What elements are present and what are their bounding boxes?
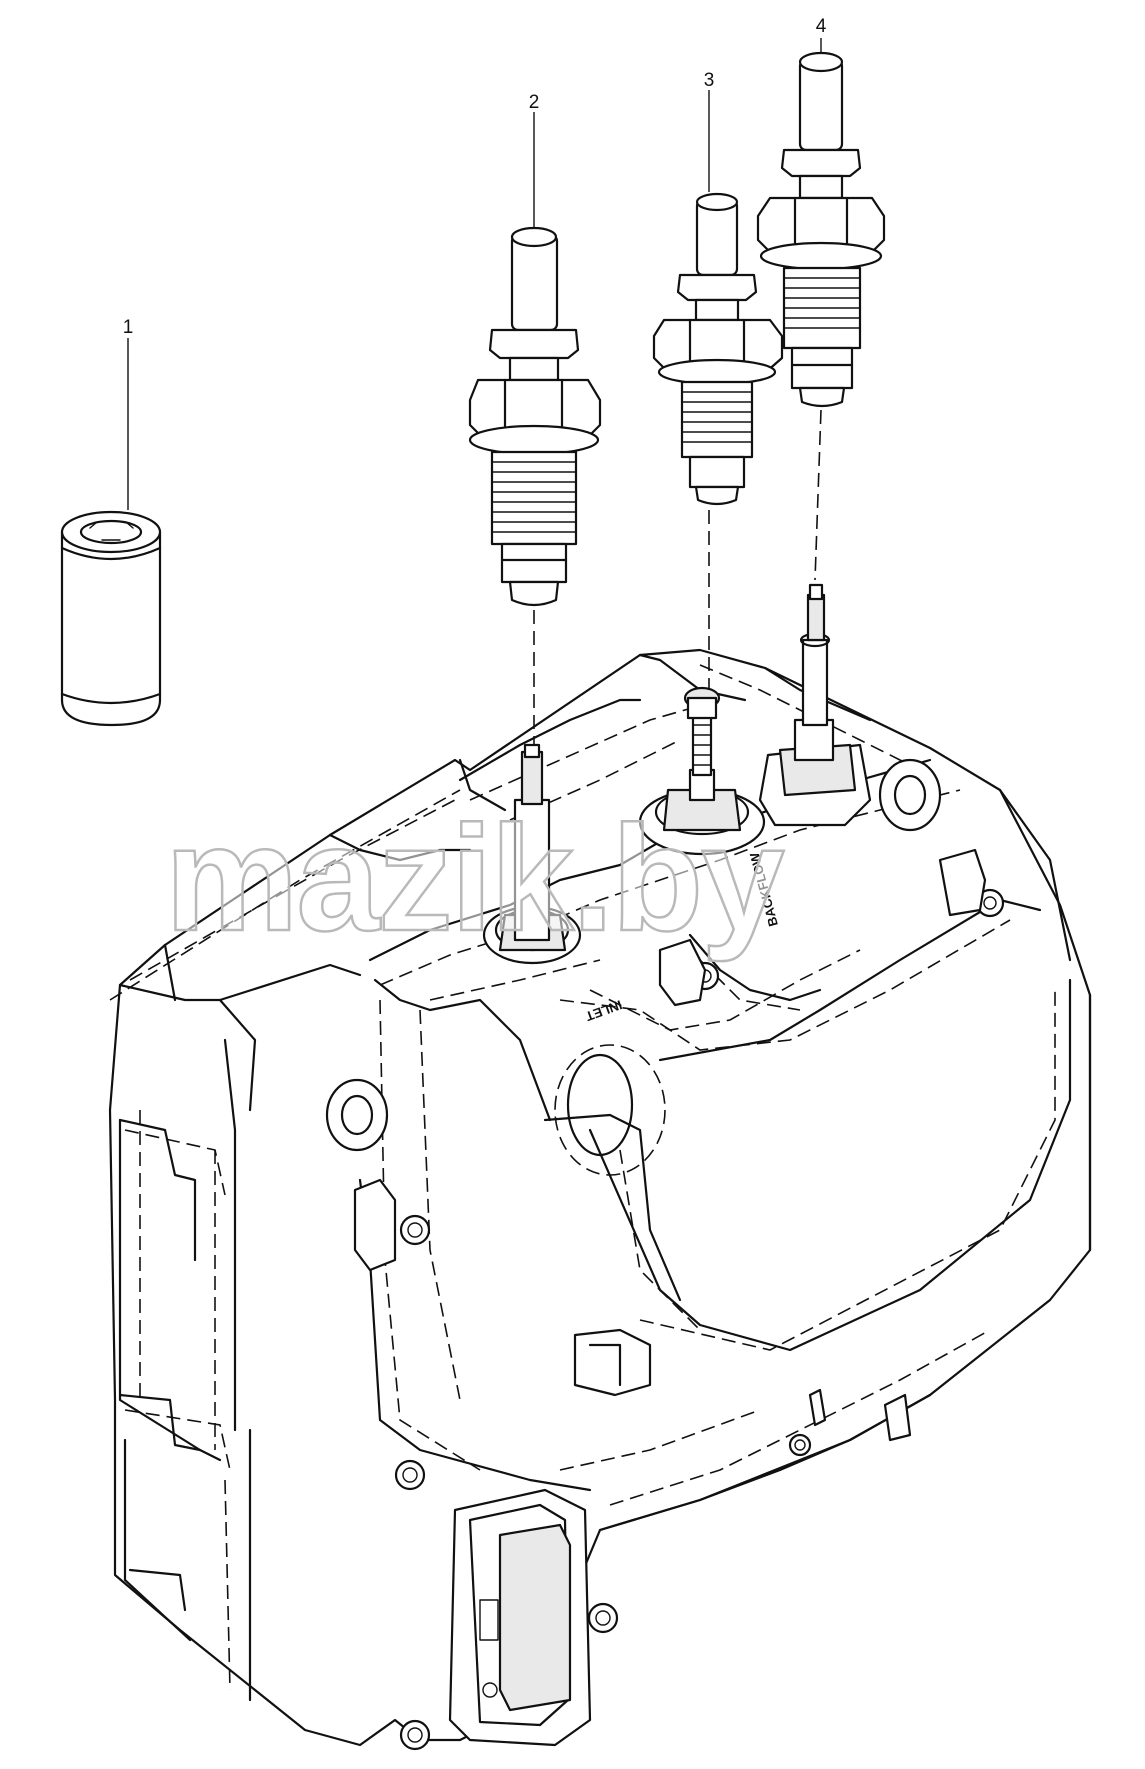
bolt-b: [394, 1459, 426, 1491]
callout-4: 4: [816, 16, 827, 37]
bolt-d: [587, 1602, 619, 1634]
mounting-boss-right: [878, 758, 942, 832]
part-1-filter-sleeve: [60, 510, 162, 727]
leader-lines: [127, 38, 822, 745]
port-2-base: [482, 743, 582, 965]
callout-1: 1: [123, 317, 134, 338]
bolt-c: [399, 1719, 431, 1751]
part-3-fitting: [652, 192, 784, 506]
bolt-g: [788, 1433, 812, 1457]
watermark: mazik.by: [165, 794, 784, 962]
tank-housing: [108, 648, 1092, 1747]
electrical-connector: [448, 1488, 592, 1747]
part-4-fitting: [756, 51, 886, 408]
port-4-base: [758, 583, 872, 827]
callout-2: 2: [529, 92, 540, 113]
housing-clips: [353, 848, 987, 1442]
port-3-base: [638, 686, 766, 856]
mounting-boss-left: [325, 1044, 666, 1176]
bolt-a: [399, 1214, 431, 1246]
housing-bolts: [394, 888, 1005, 1751]
part-2-fitting: [468, 226, 602, 607]
callout-3: 3: [704, 70, 715, 91]
